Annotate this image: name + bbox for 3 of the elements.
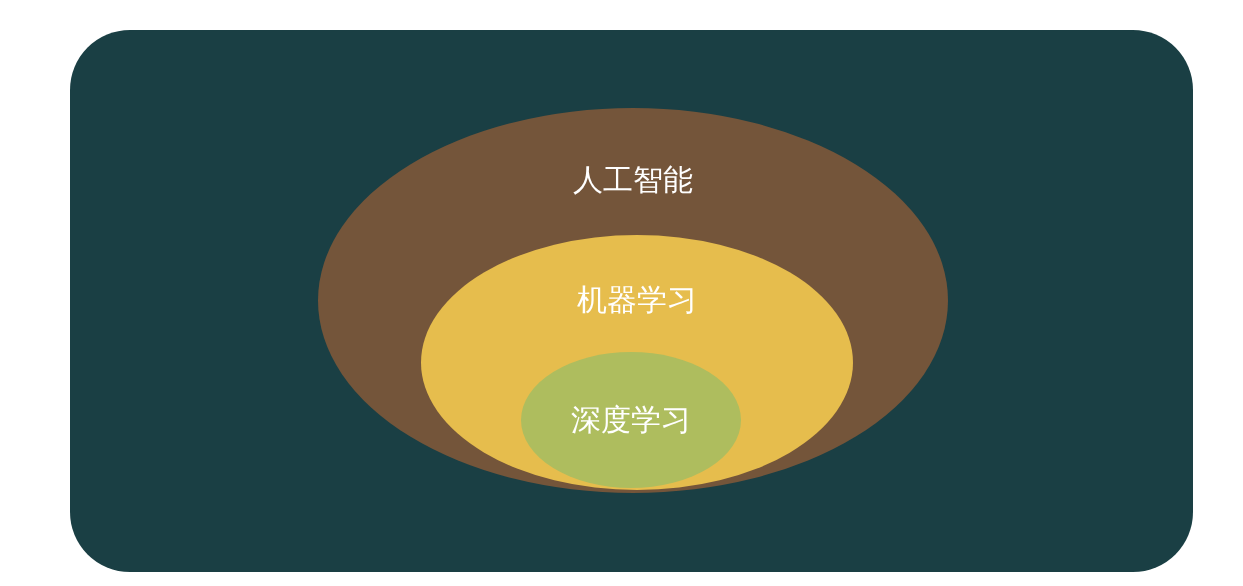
ellipse-label: 机器学习	[576, 282, 698, 318]
ellipse-label: 人工智能	[572, 162, 694, 198]
ellipse-label: 深度学习	[570, 402, 692, 438]
